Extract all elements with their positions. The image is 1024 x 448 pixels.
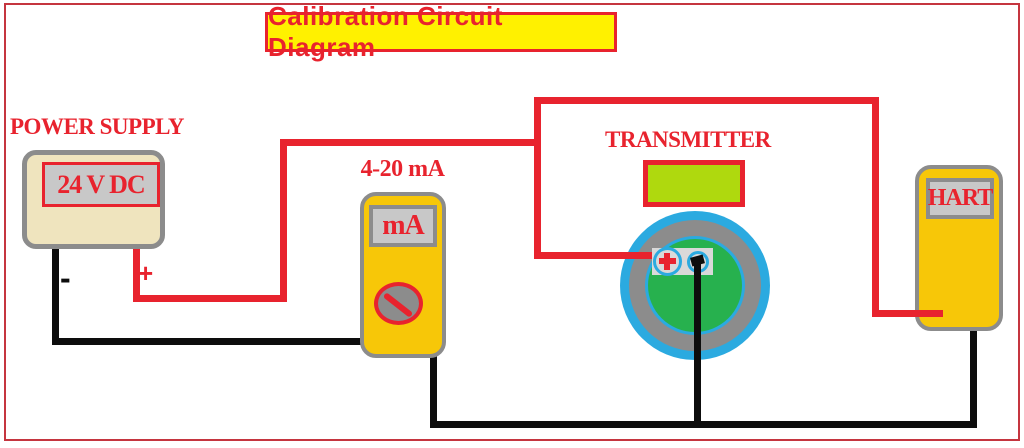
wire-black-hart-drop	[970, 322, 977, 428]
minus-symbol: -	[60, 260, 71, 296]
hart-label: HART	[927, 185, 993, 211]
wire-red-ps-plus-drop	[133, 236, 140, 302]
plus-terminal-icon	[653, 247, 682, 276]
wire-red-to-hart	[872, 310, 943, 317]
knob-pointer-icon	[382, 292, 414, 318]
transmitter-display	[643, 160, 745, 207]
wire-red-top-run	[534, 97, 879, 104]
wire-red-mid-run	[280, 139, 541, 146]
power-supply-label: POWER SUPPLY	[10, 114, 184, 139]
plus-cross-bar	[664, 253, 670, 270]
wire-red-riser-right	[872, 97, 879, 317]
wire-red-riser-center	[534, 97, 541, 259]
wire-black-transmitter-drop	[694, 258, 701, 428]
multimeter-knob-icon	[374, 282, 423, 325]
transmitter-label: TRANSMITTER	[605, 127, 771, 152]
wire-black-ps-minus-drop	[52, 236, 59, 345]
wire-red-ps-plus-run	[133, 295, 287, 302]
hart-display: HART	[926, 178, 994, 219]
multimeter-display: mA	[369, 205, 437, 247]
wire-black-bottom-run	[430, 421, 977, 428]
wire-black-multimeter-drop	[430, 348, 437, 428]
power-supply-display: 24 V DC	[42, 162, 160, 207]
wire-black-to-multimeter	[52, 338, 368, 345]
power-supply-voltage: 24 V DC	[57, 169, 145, 199]
multimeter-reading: mA	[382, 210, 425, 241]
diagram-title: Calibration Circuit Diagram	[268, 1, 503, 62]
wire-red-riser-left	[280, 139, 287, 302]
diagram-title-box: Calibration Circuit Diagram	[265, 1, 617, 62]
plus-symbol: +	[138, 258, 154, 288]
multimeter-label: 4-20 mA	[360, 156, 445, 182]
wire-red-to-transmitter	[534, 252, 658, 259]
